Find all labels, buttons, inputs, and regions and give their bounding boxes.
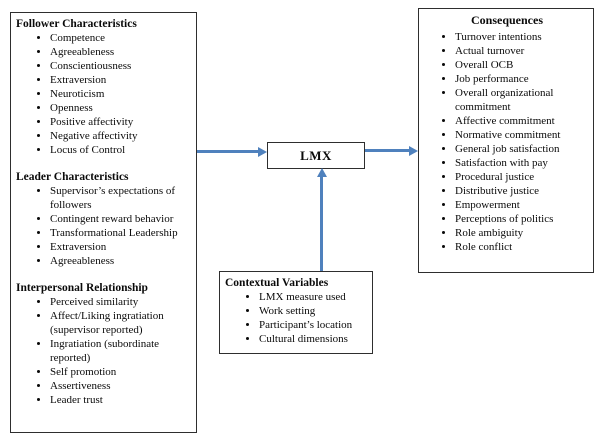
list-item: Perceived similarity <box>50 295 187 309</box>
list-item: Affect/Liking ingratiation (supervisor r… <box>50 309 187 337</box>
list-item: Role conflict <box>455 240 589 254</box>
list-item: Satisfaction with pay <box>455 156 589 170</box>
lmx-label: LMX <box>300 147 332 163</box>
list-item: Assertiveness <box>50 379 187 393</box>
list-item: Cultural dimensions <box>259 332 364 346</box>
list-item: Procedural justice <box>455 170 589 184</box>
list-item: Neuroticism <box>50 87 187 101</box>
list-item: Competence <box>50 31 187 45</box>
list-item: Role ambiguity <box>455 226 589 240</box>
list-item: Agreeableness <box>50 45 187 59</box>
follower-characteristics-section: Follower Characteristics CompetenceAgree… <box>16 17 193 157</box>
leader-characteristics-section: Leader Characteristics Supervisor’s expe… <box>16 170 193 268</box>
list-item: Leader trust <box>50 393 187 407</box>
arrow-lmx-to-consequences <box>365 149 409 152</box>
interpersonal-relationship-section: Interpersonal Relationship Perceived sim… <box>16 281 193 407</box>
list-item: Conscientiousness <box>50 59 187 73</box>
list-item: Openness <box>50 101 187 115</box>
list-item: Distributive justice <box>455 184 589 198</box>
list-item: Participant’s location <box>259 318 364 332</box>
consequences-box: Consequences Turnover intentionsActual t… <box>418 8 594 273</box>
contextual-variables-title: Contextual Variables <box>225 277 329 289</box>
list-item: Overall OCB <box>455 58 589 72</box>
list-item: Affective commitment <box>455 114 589 128</box>
list-item: Actual turnover <box>455 44 589 58</box>
list-item: Extraversion <box>50 240 187 254</box>
list-item: Transformational Leadership <box>50 226 187 240</box>
lmx-box: LMX <box>267 142 365 169</box>
list-item: Turnover intentions <box>455 30 589 44</box>
contextual-variables-box: Contextual Variables LMX measure usedWor… <box>219 271 373 354</box>
interpersonal-relationship-title: Interpersonal Relationship <box>16 282 148 294</box>
leader-characteristics-list: Supervisor’s expectations of followersCo… <box>16 184 193 268</box>
leader-characteristics-title: Leader Characteristics <box>16 171 129 183</box>
list-item: LMX measure used <box>259 290 364 304</box>
arrow-contextual-to-lmx <box>320 177 323 271</box>
consequences-list: Turnover intentionsActual turnoverOveral… <box>423 28 591 254</box>
list-item: Negative affectivity <box>50 129 187 143</box>
contextual-variables-list: LMX measure usedWork settingParticipant’… <box>225 290 370 346</box>
list-item: Job performance <box>455 72 589 86</box>
list-item: Overall organizational commitment <box>455 86 589 114</box>
arrow-antecedents-to-lmx <box>197 150 258 153</box>
list-item: Locus of Control <box>50 143 187 157</box>
list-item: Self promotion <box>50 365 187 379</box>
list-item: Perceptions of politics <box>455 212 589 226</box>
list-item: Ingratiation (subordinate reported) <box>50 337 187 365</box>
list-item: Extraversion <box>50 73 187 87</box>
list-item: Positive affectivity <box>50 115 187 129</box>
list-item: Empowerment <box>455 198 589 212</box>
list-item: General job satisfaction <box>455 142 589 156</box>
list-item: Work setting <box>259 304 364 318</box>
list-item: Normative commitment <box>455 128 589 142</box>
list-item: Supervisor’s expectations of followers <box>50 184 187 212</box>
antecedents-box: Follower Characteristics CompetenceAgree… <box>10 12 197 433</box>
interpersonal-relationship-list: Perceived similarityAffect/Liking ingrat… <box>16 295 193 407</box>
follower-characteristics-title: Follower Characteristics <box>16 18 137 30</box>
consequences-title: Consequences <box>470 13 543 27</box>
list-item: Contingent reward behavior <box>50 212 187 226</box>
list-item: Agreeableness <box>50 254 187 268</box>
follower-characteristics-list: CompetenceAgreeablenessConscientiousness… <box>16 31 193 157</box>
